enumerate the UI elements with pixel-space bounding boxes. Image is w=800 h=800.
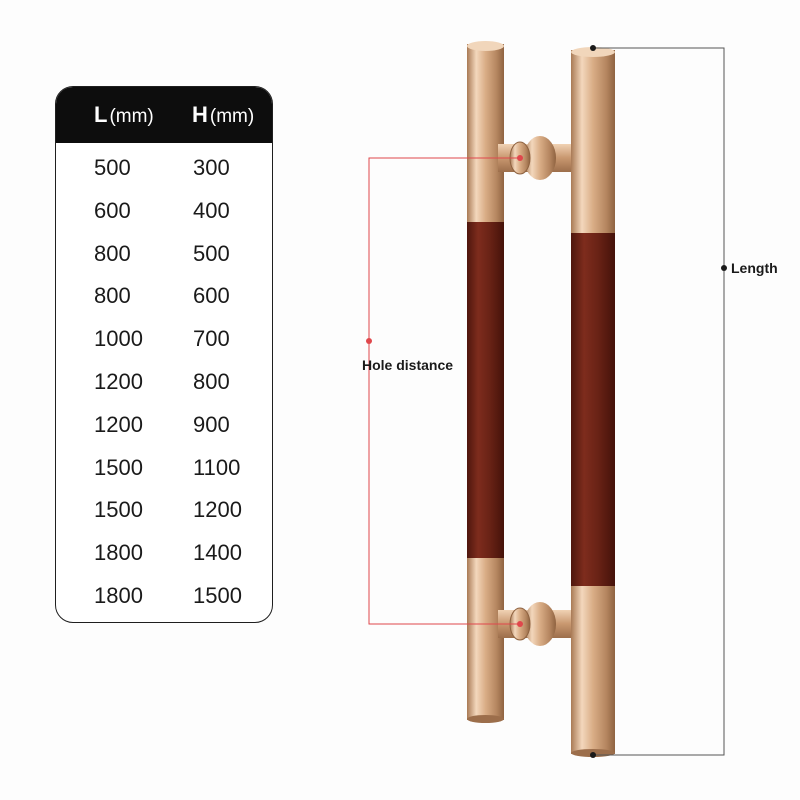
front-bar: [571, 47, 615, 757]
header-hole-letter: H: [192, 102, 208, 127]
table-header: L(mm) H(mm): [56, 87, 272, 143]
top-standoff-collar: [524, 136, 556, 180]
length-cell: 1200: [94, 368, 143, 394]
length-top-dot: [590, 45, 596, 51]
front-bar-bottom-metal: [571, 586, 615, 754]
hole-cell: 1200: [193, 497, 242, 523]
hole-cell: 600: [193, 283, 230, 309]
length-mid-dot: [721, 265, 727, 271]
hole-distance-dimension: [366, 155, 523, 627]
length-dimension: [590, 45, 727, 758]
table-row: 800 600: [56, 271, 272, 314]
length-cell: 1800: [94, 540, 143, 566]
hole-cell: 400: [193, 197, 230, 223]
hole-cell: 1400: [193, 540, 242, 566]
hole-distance-label: Hole distance: [362, 357, 454, 373]
rear-bar-top-metal: [467, 44, 504, 224]
length-cell: 500: [94, 155, 131, 180]
hole-cell: 800: [193, 368, 230, 394]
table-row: 600 400: [56, 186, 272, 229]
table-row: 1200 900: [56, 400, 272, 443]
front-bar-top-metal: [571, 50, 615, 235]
table-row: 500 300: [56, 143, 272, 186]
table-row: 1800 1500: [56, 571, 272, 614]
table-row: 1500 1100: [56, 443, 272, 486]
length-line: [593, 47, 725, 756]
header-length-unit: (mm): [109, 106, 154, 127]
header-length-letter: L: [94, 102, 108, 127]
header-hole-unit: (mm): [209, 106, 255, 127]
hole-cell: 900: [193, 411, 230, 437]
front-bar-wood: [571, 233, 615, 588]
length-cell: 1500: [94, 454, 143, 480]
rear-bar-cap: [467, 41, 504, 51]
length-cell: 1200: [94, 411, 143, 437]
hole-cell: 300: [193, 155, 230, 180]
rear-bar-end: [467, 715, 504, 723]
hole-cell: 500: [193, 240, 230, 266]
length-cell: 800: [94, 283, 131, 309]
length-cell: 1800: [94, 582, 143, 608]
table-row: 1800 1400: [56, 528, 272, 571]
table-row: 1200 800: [56, 357, 272, 400]
length-label: Length: [731, 260, 778, 276]
rear-bar-bottom-metal: [467, 558, 504, 720]
table-row: 800 500: [56, 229, 272, 272]
length-cell: 600: [94, 197, 131, 223]
bottom-standoff-collar: [524, 602, 556, 646]
length-bottom-dot: [590, 752, 596, 758]
rear-bar-wood: [467, 222, 504, 560]
hole-cell: 1100: [193, 454, 241, 480]
header-length: L(mm): [94, 102, 154, 128]
hole-distance-top-dot: [517, 155, 523, 161]
length-cell: 800: [94, 240, 131, 266]
hole-cell: 1500: [193, 582, 242, 608]
rear-bar: [467, 41, 504, 723]
hole-distance-line: [368, 157, 520, 625]
hole-cell: 700: [193, 326, 230, 352]
front-bar-cap: [571, 47, 615, 57]
length-cell: 1500: [94, 497, 143, 523]
table-row: 1500 1200: [56, 485, 272, 528]
table-row: 1000 700: [56, 314, 272, 357]
hole-distance-mid-dot: [366, 338, 372, 344]
table-body: 500 300 600 400 800 500 800 600 1000 700 1200…: [56, 143, 272, 614]
header-hole: H(mm): [192, 102, 254, 128]
length-cell: 1000: [94, 326, 143, 352]
hole-distance-bottom-dot: [517, 621, 523, 627]
